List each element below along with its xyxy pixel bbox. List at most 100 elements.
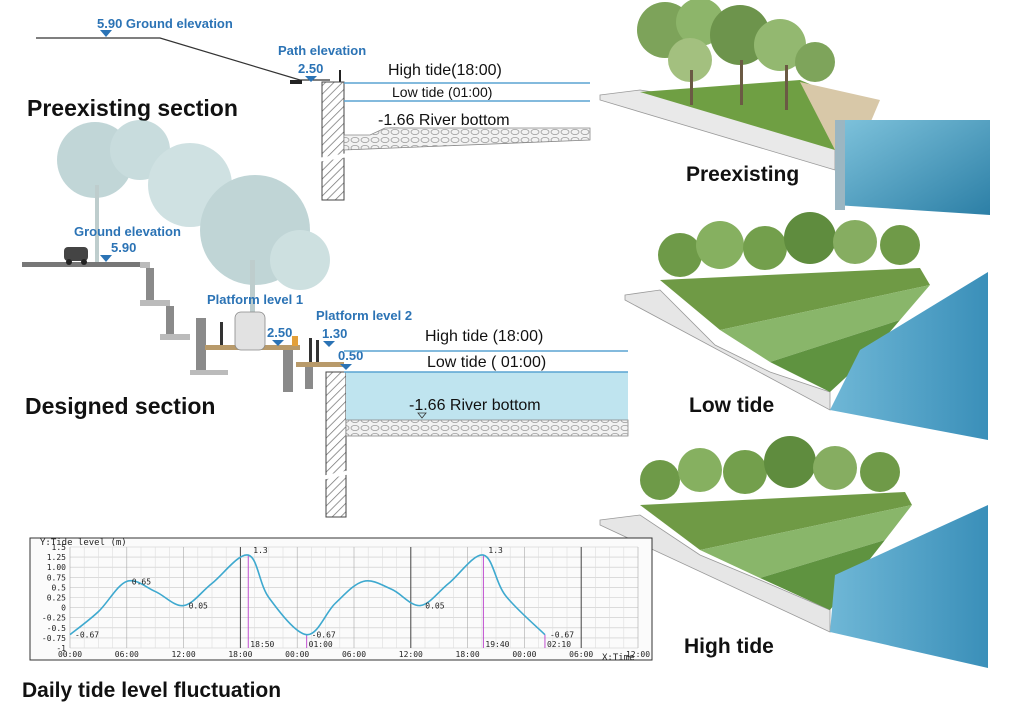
high-tide-middle-terrace [700, 505, 912, 578]
chart-x-tick-label: 00:00 [512, 650, 536, 659]
chart-data-label: 1.3 [253, 546, 268, 555]
platform-2-value: 1.30 [322, 326, 347, 341]
preexisting-view: Preexisting [599, 0, 990, 215]
platform-2-deck [296, 362, 344, 367]
person-4 [316, 340, 319, 362]
high-tide-upper-terrace [640, 492, 912, 550]
platform-1-value: 2.50 [267, 325, 292, 340]
chart-y-tick-labels: 1.51.251.000.750.50.250-0.25-0.5-0.75-1 [42, 543, 66, 653]
chart-data-label: 1.3 [488, 546, 503, 555]
chart-frame [29, 537, 653, 661]
person-3 [309, 338, 312, 362]
chart-data-label: -0.67 [550, 631, 574, 640]
preexisting-lawn [640, 80, 860, 150]
chart-marker-label: 01:00 [309, 640, 333, 649]
preexisting-retaining-wall [321, 81, 345, 201]
chart-x-tick-label: 00:00 [58, 650, 82, 659]
chart-y-tick-label: -1 [56, 644, 66, 653]
chart-marker-label: 19:40 [485, 640, 509, 649]
chart-data-label: -0.67 [75, 631, 99, 640]
path-elevation-marker [305, 76, 317, 82]
platform-1-label: Platform level 1 [207, 292, 303, 307]
chart-y-tick-label: -0.25 [42, 614, 66, 623]
high-tide-view: High tide [599, 436, 988, 668]
person-2 [292, 336, 298, 346]
chart-y-tick-label: 1.00 [47, 563, 66, 572]
low-tide-middle-terrace [720, 285, 930, 362]
preexisting-low-tide: Low tide (01:00) [392, 84, 492, 100]
chart-marker-label: 18:50 [250, 640, 274, 649]
preexisting-ground-line [36, 37, 330, 81]
platform-1-marker [272, 340, 284, 346]
designed-river-bed [345, 419, 629, 437]
view-label-high-tide: High tide [684, 635, 774, 658]
chart-title: Daily tide level fluctuation [22, 679, 281, 702]
view-label-low-tide: Low tide [689, 394, 774, 417]
low-tide-upper-terrace [660, 268, 930, 330]
high-tide-river [830, 505, 988, 668]
designed-river-wall [325, 371, 347, 518]
high-tide-lower-terrace [760, 540, 885, 610]
chart-data-label: 0.05 [425, 602, 444, 611]
chart-x-tick-label: 12:00 [172, 650, 196, 659]
chart-series [69, 554, 546, 636]
preexisting-section-title: Preexisting section [27, 95, 238, 121]
designed-high-tide: High tide (18:00) [425, 328, 543, 345]
high-tide-trees [640, 436, 900, 500]
path-curb [290, 80, 302, 84]
preexisting-wall-face [835, 120, 845, 210]
chart-y-tick-label: 1.5 [52, 543, 67, 552]
chart-x-tick-label: 06:00 [569, 650, 593, 659]
low-tide-trees [658, 212, 920, 277]
path-elevation-value: 2.50 [298, 61, 323, 76]
preexisting-section: Preexisting section 5.90 Ground elevatio… [27, 16, 591, 201]
chart-marker-label: 02:10 [547, 640, 571, 649]
preexisting-ground-elevation: 5.90 Ground elevation [97, 16, 233, 31]
chart-y-axis-label: Y:Tide level (m) [40, 538, 127, 548]
platform-2-support [305, 367, 313, 389]
chart-x-tick-label: 06:00 [115, 650, 139, 659]
preexisting-high-tide: High tide(18:00) [388, 62, 502, 79]
low-tide-river [830, 272, 988, 440]
platform-2-low-marker [340, 364, 352, 370]
terraced-steps [140, 262, 228, 375]
chart-markers: 18:50 01:00 19:40 02:10 [247, 555, 571, 649]
chart-y-tick-label: 0 [61, 604, 66, 613]
wall-break [317, 153, 349, 162]
chart-x-tick-label: 00:00 [285, 650, 309, 659]
designed-low-tide: Low tide ( 01:00) [427, 354, 546, 371]
chart-x-tick-label: 18:00 [456, 650, 480, 659]
preexisting-river-bottom: -1.66 River bottom [378, 112, 510, 129]
low-tide-view: Low tide [624, 212, 988, 440]
designed-ground-elevation-value: 5.90 [111, 240, 136, 255]
platform-1-support [283, 350, 293, 392]
chart-y-tick-label: -0.5 [47, 624, 66, 633]
tide-chart: Y:Tide level (m) X:Time 1.51.251.000.75 0… [29, 537, 653, 663]
preexisting-river-water [835, 120, 990, 215]
designed-river-bottom-marker [417, 412, 427, 419]
platform-2-label: Platform level 2 [316, 308, 412, 323]
chart-axis: Y:Tide level (m) X:Time [40, 538, 635, 663]
chart-annotations: -0.670.650.051.3-0.670.051.3-0.67 [75, 546, 574, 640]
preexisting-trees [637, 0, 835, 110]
chart-x-tick-label: 06:00 [342, 650, 366, 659]
preexisting-river-bed [343, 127, 591, 151]
chart-y-tick-label: 0.75 [47, 573, 66, 582]
chart-y-tick-label: 1.25 [47, 553, 66, 562]
chart-x-tick-label: 12:00 [399, 650, 423, 659]
platform-2-low-value: 0.50 [338, 348, 363, 363]
chart-x-axis-label: X:Time [602, 653, 635, 663]
designed-section: Ground elevation 5.90 Platform level 1 2… [22, 120, 629, 518]
low-tide-lower-terrace [770, 320, 900, 392]
chart-y-tick-label: 0.25 [47, 594, 66, 603]
chart-data-label: 0.05 [189, 602, 208, 611]
chart-x-tick-label: 12:00 [626, 650, 650, 659]
designed-ground-marker [100, 255, 112, 262]
tree-planter [234, 311, 266, 351]
path-elevation-label: Path elevation [278, 43, 366, 58]
tide-level-line [69, 554, 546, 636]
person-1 [220, 322, 223, 345]
designed-ground-elevation-label: Ground elevation [74, 224, 181, 239]
low-tide-slab [624, 289, 831, 411]
platform-2-marker [323, 341, 335, 347]
